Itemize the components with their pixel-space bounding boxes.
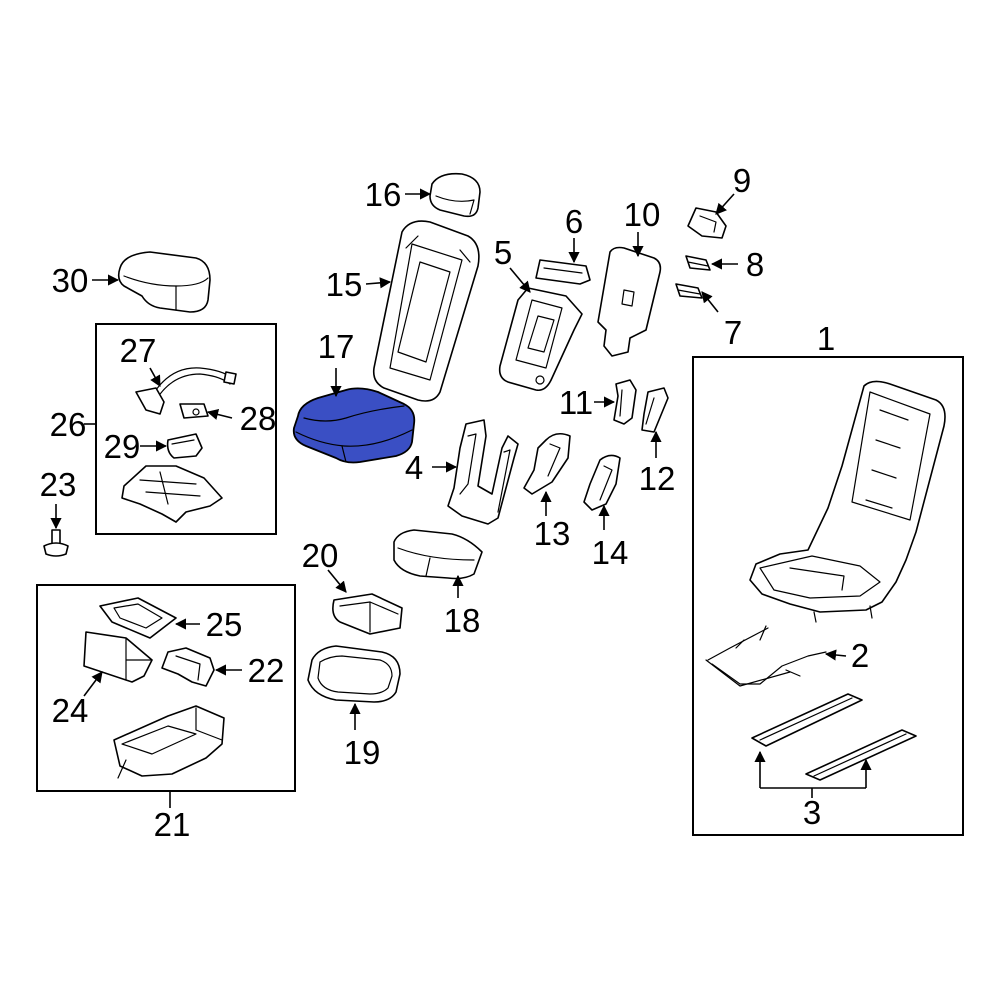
callout-19: 19 — [344, 734, 381, 771]
part-17-seat-cushion[interactable] — [292, 387, 416, 464]
part-6-trim-strip[interactable] — [535, 259, 591, 285]
callout-4: 4 — [405, 449, 423, 486]
callout-21: 21 — [154, 806, 191, 843]
part-9-latch[interactable] — [687, 207, 727, 239]
callout-18: 18 — [444, 602, 481, 639]
callout-6: 6 — [565, 203, 583, 240]
callout-8: 8 — [746, 246, 764, 283]
part-3-seat-tracks[interactable] — [751, 693, 917, 781]
callout-28: 28 — [240, 400, 277, 437]
callout-1: 1 — [817, 320, 835, 357]
part-25-lid-frame[interactable] — [99, 597, 177, 639]
part-16-headrest[interactable] — [429, 172, 481, 218]
callout-3: 3 — [803, 794, 821, 831]
part-29-cover[interactable] — [166, 433, 203, 459]
part-13-side-shield[interactable] — [523, 432, 571, 495]
leader-lines — [50, 188, 872, 808]
part-15-seat-back[interactable] — [372, 220, 480, 402]
part-1-seat-frame[interactable] — [749, 380, 946, 623]
part-18-cushion[interactable] — [393, 529, 483, 580]
callout-30: 30 — [52, 262, 89, 299]
part-19-cushion-pad[interactable] — [307, 645, 401, 703]
part-27-cable[interactable] — [135, 367, 237, 415]
part-14-side-shield[interactable] — [583, 454, 621, 511]
part-22-bracket[interactable] — [161, 647, 215, 687]
callout-16: 16 — [365, 176, 402, 213]
group-box-26 — [95, 323, 277, 535]
group-box-21 — [36, 584, 296, 792]
callout-27: 27 — [120, 332, 157, 369]
callout-22: 22 — [248, 652, 285, 689]
part-2-wire-frame[interactable] — [705, 625, 827, 687]
callout-2: 2 — [851, 637, 869, 674]
callout-7: 7 — [724, 314, 742, 351]
callout-20: 20 — [302, 537, 339, 574]
part-24-bin[interactable] — [83, 631, 153, 683]
callout-12: 12 — [639, 460, 676, 497]
part-5-back-frame[interactable] — [498, 287, 583, 392]
part-30-armrest-pad[interactable] — [117, 251, 211, 313]
group-box-1 — [692, 356, 964, 836]
part-20-pad[interactable] — [332, 593, 403, 635]
callout-24: 24 — [52, 692, 89, 729]
part-28-clip[interactable] — [179, 403, 209, 419]
callout-17: 17 — [318, 328, 355, 365]
callout-23: 23 — [40, 466, 77, 503]
part-7-button[interactable] — [675, 283, 703, 299]
callout-5: 5 — [494, 234, 512, 271]
part-23-bolt[interactable] — [43, 529, 69, 557]
part-21-console-base[interactable] — [113, 705, 225, 779]
callout-26: 26 — [50, 406, 87, 443]
callout-11: 11 — [559, 384, 593, 421]
callout-labels: 1 2 3 4 5 6 7 8 9 10 11 12 13 14 15 16 1… — [40, 162, 870, 843]
callout-25: 25 — [206, 606, 243, 643]
callout-15: 15 — [326, 266, 363, 303]
callout-14: 14 — [592, 534, 629, 571]
part-10-back-cover[interactable] — [597, 246, 662, 357]
callout-10: 10 — [624, 196, 661, 233]
part-26-storage-tray[interactable] — [121, 465, 223, 523]
callout-29: 29 — [104, 428, 141, 465]
part-4-side-trim[interactable] — [447, 419, 519, 525]
callout-13: 13 — [534, 515, 571, 552]
part-12-bracket[interactable] — [641, 387, 669, 433]
part-8-button[interactable] — [685, 255, 711, 271]
part-11-bracket[interactable] — [613, 379, 637, 425]
callout-9: 9 — [733, 162, 751, 199]
